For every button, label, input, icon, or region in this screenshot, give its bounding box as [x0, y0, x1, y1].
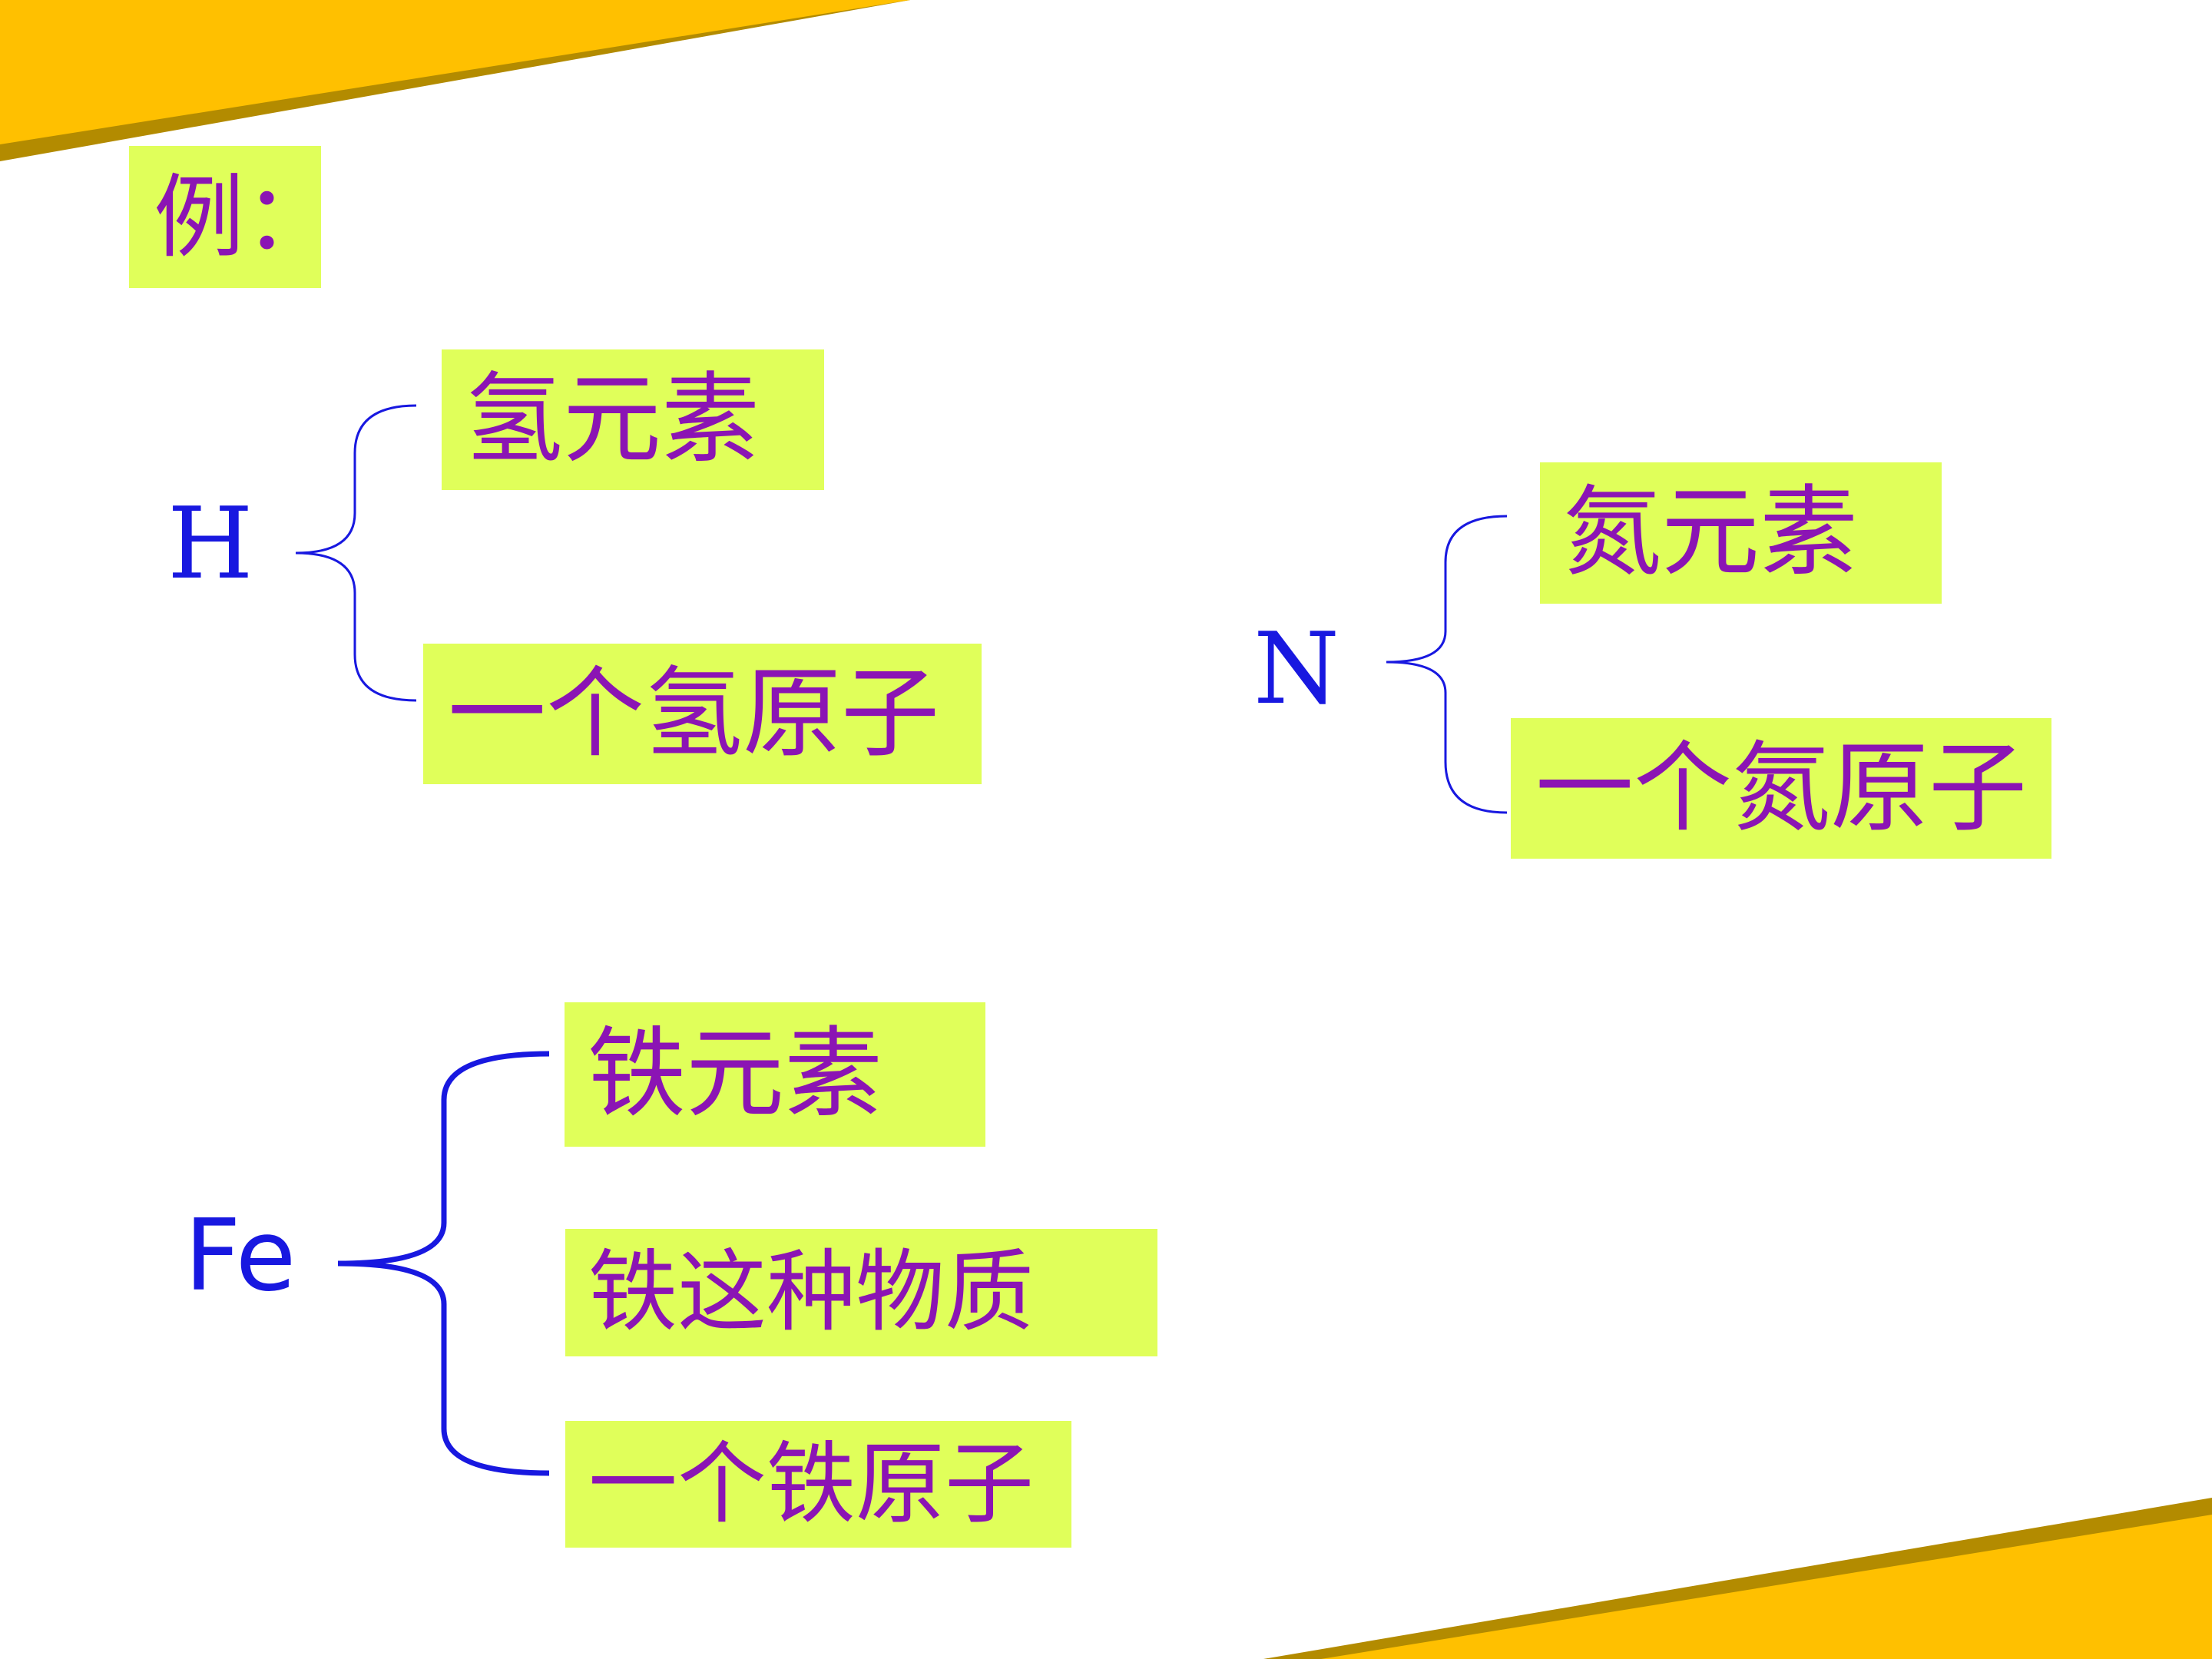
iron-atom-box: 一个铁原子: [565, 1421, 1071, 1548]
iron-substance-box: 铁这种物质: [565, 1229, 1157, 1356]
nitrogen-atom-box: 一个氮原子: [1511, 718, 2051, 859]
hydrogen-atom-box: 一个氢原子: [423, 644, 982, 784]
iron-atom-label: 一个铁原子: [588, 1432, 1034, 1536]
nitrogen-symbol: N: [1253, 612, 1339, 727]
n-brace: [1386, 515, 1508, 814]
iron-symbol: Fe: [184, 1199, 296, 1313]
nitrogen-element-box: 氮元素: [1540, 462, 1942, 604]
fe-brace: [337, 1051, 550, 1476]
nitrogen-element-label: 氮元素: [1563, 475, 1859, 590]
hydrogen-element-box: 氢元素: [442, 349, 824, 490]
iron-element-label: 铁元素: [588, 1017, 883, 1131]
example-heading-text: 例：: [154, 164, 336, 270]
iron-substance-label: 铁这种物质: [588, 1240, 1034, 1344]
h-brace: [295, 404, 417, 702]
iron-element-box: 铁元素: [565, 1002, 985, 1147]
bottom-right-stripe: [1321, 1515, 2212, 1659]
hydrogen-element-label: 氢元素: [465, 362, 760, 477]
top-left-stripe: [0, 0, 910, 144]
hydrogen-atom-label: 一个氢原子: [448, 656, 940, 771]
hydrogen-symbol: H: [167, 487, 253, 601]
example-heading: 例：: [129, 146, 335, 288]
nitrogen-atom-label: 一个氮原子: [1535, 730, 2028, 846]
